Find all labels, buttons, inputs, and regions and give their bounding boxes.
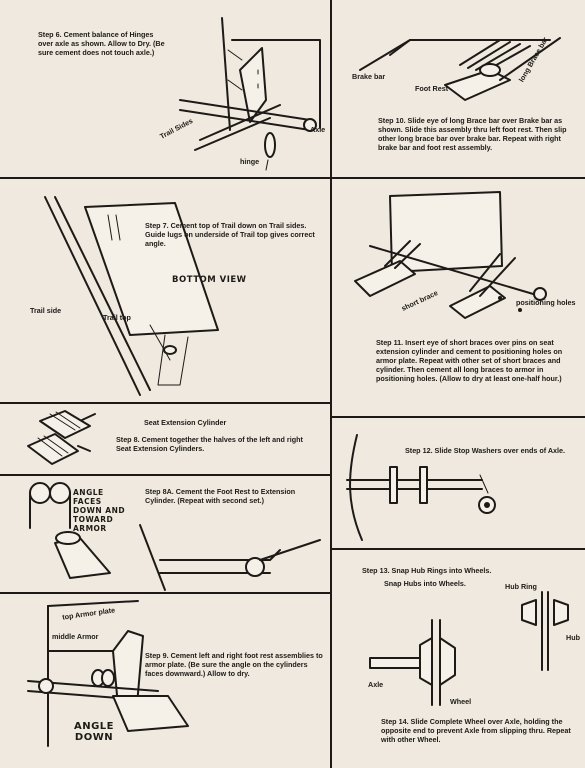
divider-right-3 (330, 548, 585, 550)
divider-left-3 (0, 474, 330, 476)
step-8a-side-illustration (139, 524, 321, 591)
label-positioning-holes: positioning holes (516, 298, 576, 307)
label-axle-2: Axle (368, 680, 384, 689)
label-bottom-view: BOTTOM VIEW (172, 275, 247, 285)
label-angle-faces: ANGLE FACES DOWN AND TOWARD ARMOR (73, 488, 126, 533)
step-13-illustration (369, 591, 569, 706)
step-9-text: Step 9. Cement left and right foot rest … (145, 651, 323, 678)
label-axle: Axle (310, 125, 326, 134)
step-12-text: Step 12. Slide Stop Washers over ends of… (405, 446, 566, 455)
step-6-text: Step 6. Cement balance of Hinges over ax… (38, 30, 165, 57)
center-divider (330, 0, 332, 768)
divider-left-2 (0, 402, 330, 404)
label-hub: Hub (566, 633, 580, 642)
label-foot-rest: Foot Rest (415, 84, 449, 93)
step-13b-text: Snap Hubs into Wheels. (384, 579, 466, 588)
step-11-illustration (354, 191, 547, 319)
step-14-text: Step 14. Slide Complete Wheel over Axle,… (381, 717, 571, 744)
label-angle-down: ANGLE DOWN (73, 721, 115, 743)
divider-row1 (0, 177, 585, 179)
step-7-text: Step 7. Cement top of Trail down on Trai… (145, 221, 315, 248)
step-8a-text: Step 8A. Cement the Foot Rest to Extensi… (145, 487, 296, 505)
label-trail-side: Trail side (30, 306, 62, 315)
step-7-illustration (44, 196, 219, 396)
step-8-illustration (27, 410, 96, 465)
step-8a-illustration (29, 482, 111, 579)
step-6-illustration (179, 17, 321, 171)
label-hub-ring: Hub Ring (505, 582, 537, 591)
step-13-text: Step 13. Snap Hub Rings into Wheels. (362, 566, 492, 575)
step-9-illustration (27, 600, 189, 747)
label-wheel: Wheel (450, 697, 472, 706)
step-10-text: Step 10. Slide eye of long Brace bar ove… (378, 116, 567, 152)
step-12-illustration (346, 434, 496, 541)
divider-right-2 (330, 416, 585, 418)
divider-left-4 (0, 592, 330, 594)
label-trail-top: Trail top (103, 313, 131, 322)
label-middle-armor: middle Armor (52, 632, 99, 641)
step-10-illustration (359, 37, 561, 101)
label-seat-extension-cylinder: Seat Extension Cylinder (144, 418, 227, 427)
label-hinge: hinge (240, 157, 260, 166)
step-8-text: Step 8. Cement together the halves of th… (116, 435, 303, 453)
step-11-text: Step 11. Insert eye of short braces over… (376, 338, 563, 383)
label-brake-bar: Brake bar (352, 72, 386, 81)
